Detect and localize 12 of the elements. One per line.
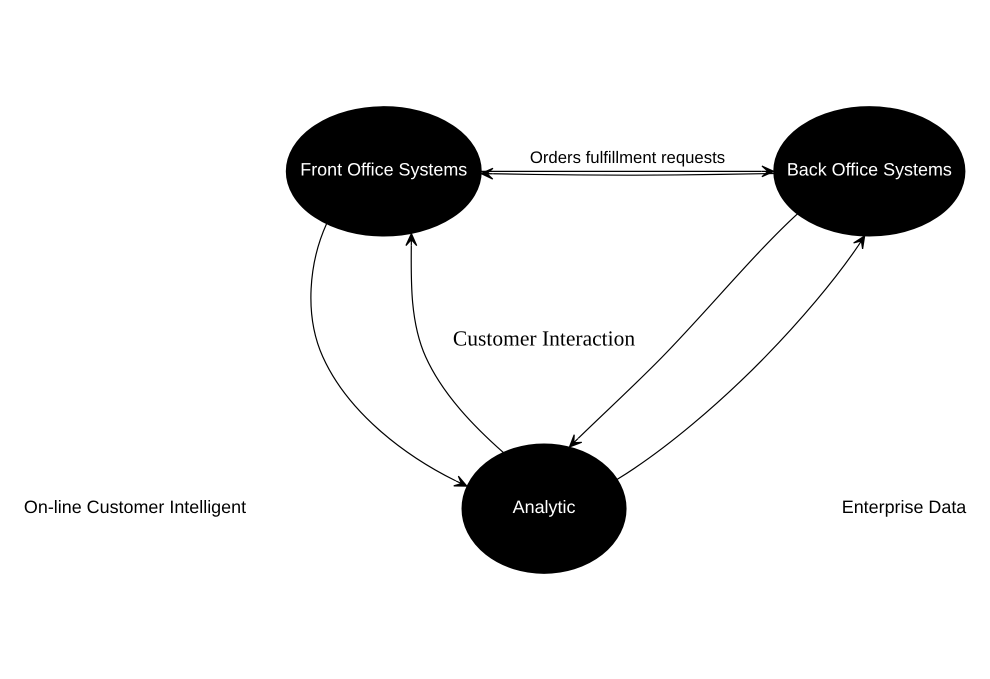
arrow xyxy=(568,212,798,448)
node-ellipse: Back Office Systems xyxy=(773,106,966,236)
label: Customer Interaction xyxy=(452,326,636,350)
arrow xyxy=(405,232,504,452)
arrow xyxy=(310,223,468,486)
edge-label: Orders fulfillment requests xyxy=(530,148,726,167)
arrow xyxy=(616,234,866,480)
arrow xyxy=(480,167,774,180)
node-ellipse: Analytic xyxy=(462,442,627,574)
node-ellipse: Front Office Systems xyxy=(286,106,482,236)
label: Enterprise Data xyxy=(842,496,966,516)
label: On-line Customer Intelligent xyxy=(24,496,246,516)
